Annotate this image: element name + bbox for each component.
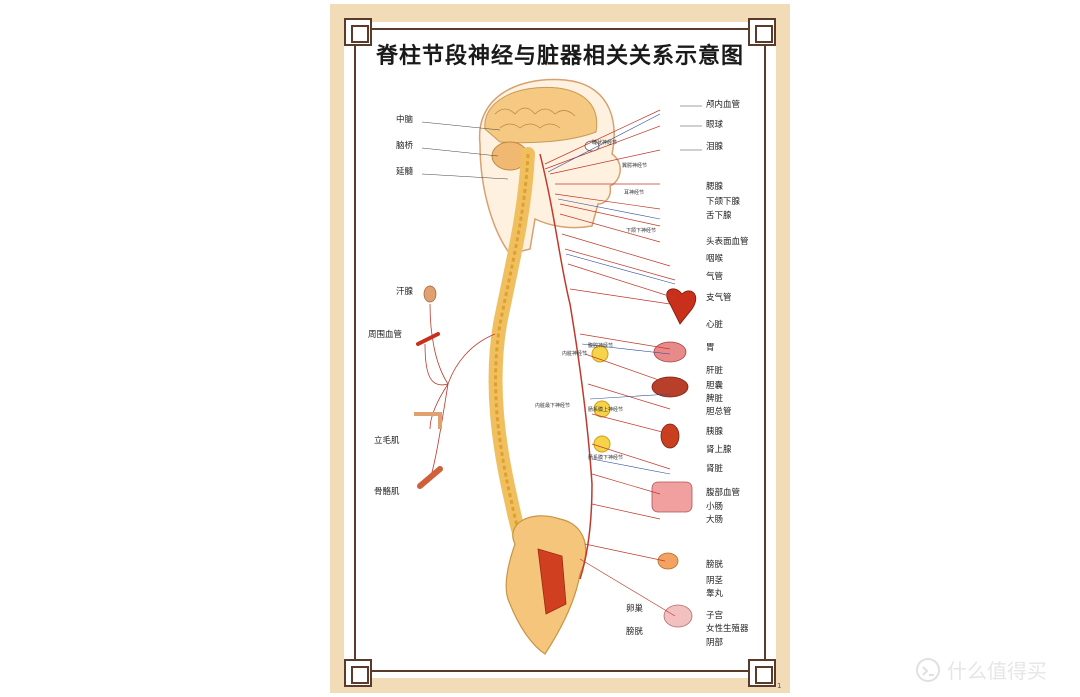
label-ganglion: 腹腔神经节 bbox=[588, 343, 614, 349]
label-adrenal: 肾上腺 bbox=[706, 445, 732, 455]
intestines bbox=[651, 481, 693, 513]
label-testis: 睾丸 bbox=[706, 589, 724, 599]
uterus bbox=[663, 604, 693, 628]
label-bronchus: 支气管 bbox=[706, 293, 732, 303]
label-trachea: 气管 bbox=[706, 272, 724, 282]
corner-ornament bbox=[344, 18, 372, 46]
anatomy-poster: 脊柱节段神经与脏器相关关系示意图 bbox=[330, 4, 790, 693]
bladder bbox=[657, 552, 679, 570]
label-ganglion: 内脏最下神经节 bbox=[535, 403, 571, 409]
label-ganglion: 翼腭神经节 bbox=[622, 163, 648, 169]
watermark-text: 什么值得买 bbox=[947, 659, 1047, 683]
label-large-intestine: 大肠 bbox=[706, 515, 724, 525]
brain-folds bbox=[494, 107, 576, 129]
label-bladder: 膀胱 bbox=[706, 560, 724, 570]
label-intracranial-vessel: 颅内血管 bbox=[706, 100, 741, 110]
sweat-gland bbox=[423, 285, 437, 303]
label-kidney: 肾脏 bbox=[706, 464, 724, 474]
label-small-intestine: 小肠 bbox=[706, 502, 724, 512]
label-pudendum: 阴部 bbox=[706, 638, 724, 648]
peripheral-vessel bbox=[416, 332, 440, 346]
corner-ornament bbox=[748, 659, 776, 687]
label-peripheral-vessel: 周围血管 bbox=[368, 330, 403, 340]
arrector-muscle bbox=[414, 412, 442, 429]
leader-lines bbox=[421, 105, 702, 180]
label-pons: 脑桥 bbox=[396, 141, 414, 151]
label-bladder-female: 膀胱 bbox=[626, 627, 644, 637]
ganglion bbox=[593, 400, 611, 418]
poster-border bbox=[354, 28, 766, 672]
label-penis: 阴茎 bbox=[706, 576, 724, 586]
label-parotid: 腮腺 bbox=[706, 182, 724, 192]
label-ganglion: 内脏神经节 bbox=[562, 351, 588, 357]
label-female-genitalia: 女性生殖器 bbox=[706, 624, 749, 634]
label-heart: 心脏 bbox=[706, 320, 724, 330]
page-number: 1 bbox=[777, 682, 782, 690]
liver bbox=[651, 376, 689, 398]
watermark: 什么值得买 bbox=[915, 655, 1047, 684]
label-ovary: 卵巢 bbox=[626, 604, 644, 614]
label-uterus: 子宫 bbox=[706, 611, 724, 621]
label-liver: 肝脏 bbox=[706, 366, 724, 376]
label-arrector-muscle: 立毛肌 bbox=[374, 436, 400, 446]
corner-ornament bbox=[344, 659, 372, 687]
sympathetic-trunk bbox=[539, 153, 593, 580]
label-skeletal-muscle: 骨骼肌 bbox=[374, 487, 400, 497]
label-lacrimal-gland: 泪腺 bbox=[706, 142, 724, 152]
label-throat: 咽喉 bbox=[706, 254, 724, 264]
smzdm-logo-icon bbox=[916, 657, 940, 682]
kidney bbox=[660, 423, 680, 449]
label-ganglion: 肠系膜上神经节 bbox=[588, 407, 624, 413]
label-eyeball: 眼球 bbox=[706, 120, 724, 130]
vessel-connections bbox=[547, 113, 676, 475]
label-ganglion: 耳神经节 bbox=[624, 190, 645, 196]
label-bile-duct: 胆总管 bbox=[706, 407, 732, 417]
peripheral-nerves bbox=[424, 303, 496, 480]
heart bbox=[666, 288, 697, 325]
spinal-canal bbox=[494, 153, 542, 580]
stomach bbox=[653, 341, 687, 363]
label-abdominal-vessel: 腹部血管 bbox=[706, 488, 741, 498]
brain bbox=[484, 86, 598, 144]
label-medulla: 延髓 bbox=[396, 167, 414, 177]
poster-title: 脊柱节段神经与脏器相关关系示意图 bbox=[375, 43, 744, 69]
label-scalp-vessel: 头表面血管 bbox=[706, 237, 749, 247]
label-sweat-gland: 汗腺 bbox=[396, 287, 414, 297]
label-spleen: 脾脏 bbox=[706, 394, 724, 404]
label-ganglion: 肠系膜下神经节 bbox=[588, 455, 624, 461]
label-stomach: 胃 bbox=[706, 343, 715, 353]
label-pancreas: 胰腺 bbox=[706, 427, 724, 437]
anatomy-illustration bbox=[414, 78, 702, 655]
label-submandibular: 下颌下腺 bbox=[706, 197, 741, 207]
label-midbrain: 中脑 bbox=[396, 115, 414, 125]
skeletal-muscle bbox=[417, 466, 443, 489]
label-ganglion: 睫状神经节 bbox=[592, 140, 618, 146]
sacral-muscle bbox=[537, 548, 567, 615]
corner-ornament bbox=[748, 18, 776, 46]
label-ganglion: 下颌下神经节 bbox=[626, 228, 657, 234]
nerve-connections bbox=[544, 109, 676, 617]
label-sublingual: 舌下腺 bbox=[706, 211, 732, 221]
label-gallbladder: 胆囊 bbox=[706, 381, 724, 391]
ganglion bbox=[593, 435, 611, 453]
